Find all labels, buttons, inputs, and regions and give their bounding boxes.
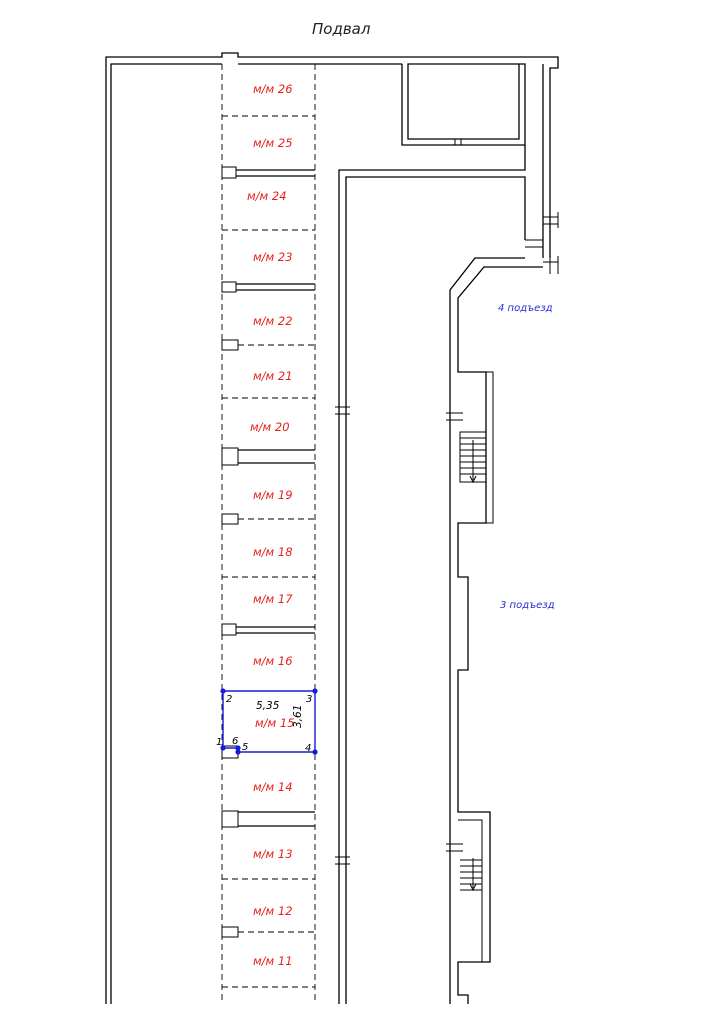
parking-area [221,64,316,1004]
parking-spot-label[interactable]: м/м 12 [253,904,293,918]
parking-spot-label[interactable]: м/м 14 [253,780,293,794]
vertex-label: 2 [226,694,232,705]
vertex-label: 5 [242,742,248,753]
parking-spot-label[interactable]: м/м 13 [253,847,293,861]
vertex-handle[interactable] [312,749,318,755]
parking-spot-label[interactable]: м/м 17 [253,592,293,606]
vertex-label: 1 [216,737,222,748]
parking-spot-label[interactable]: м/м 23 [253,250,293,264]
parking-spot-label[interactable]: м/м 20 [250,420,290,434]
parking-spot-label[interactable]: м/м 11 [253,954,293,968]
selected-spot-outline[interactable]: 1 2 3 4 5 6 5,35 3,61 [216,688,318,755]
vertex-handle[interactable] [235,749,241,755]
parking-spot-label[interactable]: м/м 26 [253,82,293,96]
corridor-wall [335,145,526,1004]
plan-title: Подвал [312,20,371,38]
vertex-label: 6 [232,736,238,747]
height-dimension: 3,61 [292,705,304,728]
parking-spot-label[interactable]: м/м 15 [255,716,295,730]
entrance-label: 4 подъезд [498,303,553,314]
width-dimension: 5,35 [256,700,280,712]
vertex-label: 3 [306,694,312,705]
parking-spot-labels: м/м 26 м/м 25 м/м 24 м/м 23 м/м 22 м/м 2… [247,82,295,968]
vertex-handle[interactable] [220,745,226,751]
parking-spot-label[interactable]: м/м 24 [247,189,287,203]
entrance-label: 3 подъезд [500,600,555,611]
building-wall [446,256,559,1004]
parking-spot-label[interactable]: м/м 16 [253,654,293,668]
parking-spot-label[interactable]: м/м 19 [253,488,293,502]
parking-spot-label[interactable]: м/м 21 [253,369,293,383]
vertex-handle[interactable] [312,688,318,694]
vertex-label: 4 [305,743,311,754]
parking-spot-label[interactable]: м/м 22 [253,314,293,328]
outer-walls [105,52,559,1004]
vertex-handle[interactable] [220,688,226,694]
parking-spot-label[interactable]: м/м 25 [253,136,293,150]
parking-spot-label[interactable]: м/м 18 [253,545,293,559]
vertex-handle[interactable] [235,745,241,751]
